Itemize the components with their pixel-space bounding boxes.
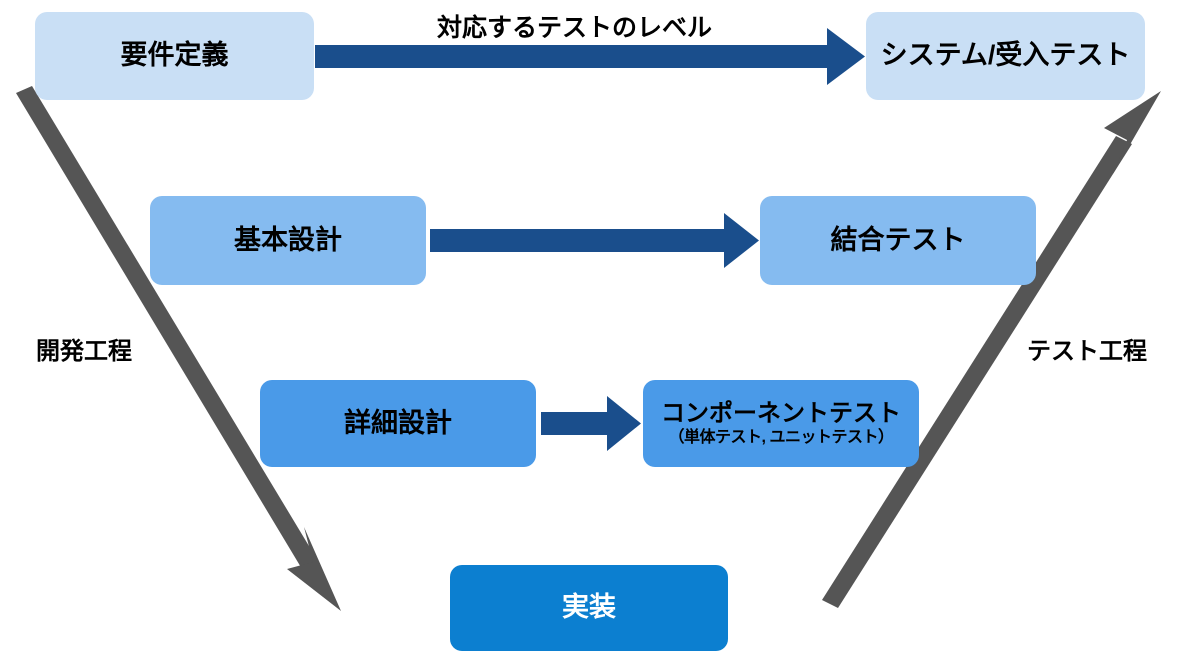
node-detailed-design[interactable]: 詳細設計 <box>260 380 536 467</box>
corresponding-test-level-label: 対応するテストのレベル <box>437 14 713 42</box>
node-label: 結合テスト <box>830 224 966 255</box>
node-sublabel: （単体テスト, ユニットテスト） <box>668 428 894 446</box>
node-integration-test[interactable]: 結合テスト <box>760 196 1036 285</box>
node-label: 要件定義 <box>120 40 229 71</box>
node-label: システム/受入テスト <box>880 40 1131 71</box>
node-label: コンポーネントテスト <box>661 400 901 427</box>
node-label: 実装 <box>562 592 616 623</box>
node-requirements-definition[interactable]: 要件定義 <box>35 12 314 100</box>
node-basic-design[interactable]: 基本設計 <box>150 196 426 285</box>
level3-mapping-arrow-icon <box>541 396 641 451</box>
test-process-label: テスト工程 <box>1027 338 1147 365</box>
node-label: 基本設計 <box>234 224 342 255</box>
level2-mapping-arrow-icon <box>430 213 759 268</box>
node-label: 詳細設計 <box>344 407 452 438</box>
development-process-label: 開発工程 <box>36 338 132 365</box>
node-component-test[interactable]: コンポーネントテスト （単体テスト, ユニットテスト） <box>643 380 919 467</box>
node-implementation[interactable]: 実装 <box>450 565 728 651</box>
node-system-acceptance-test[interactable]: システム/受入テスト <box>866 12 1145 100</box>
